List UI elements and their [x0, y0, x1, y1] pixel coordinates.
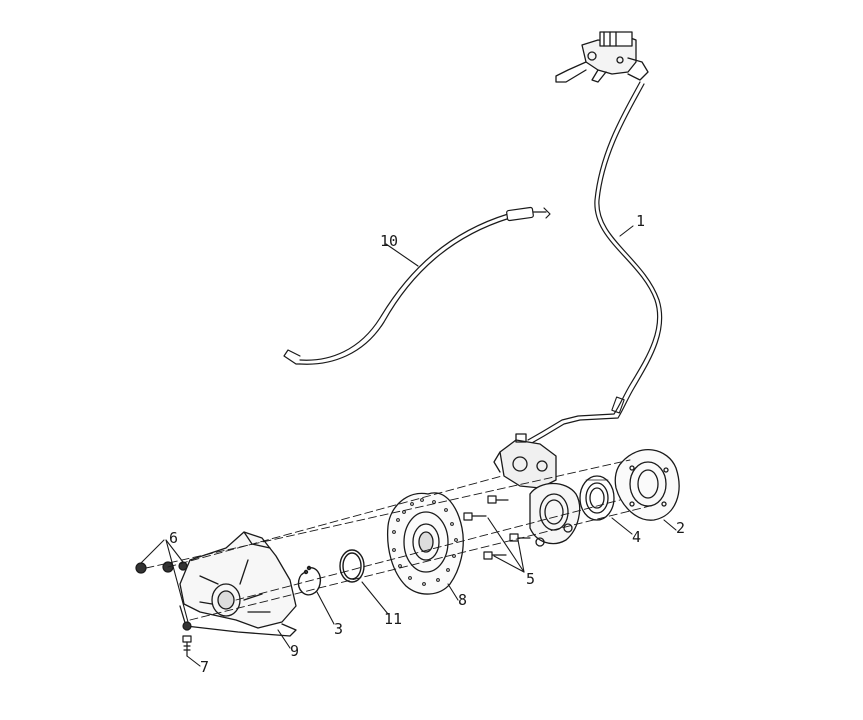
steering-knuckle — [529, 482, 581, 547]
assembly-axis-lines — [145, 459, 651, 621]
callout-9: 9 — [290, 642, 299, 660]
brake-hose — [527, 81, 659, 441]
leader-lines — [140, 225, 677, 667]
disc-shield — [614, 449, 680, 521]
callout-3: 3 — [334, 620, 343, 638]
callout-7: 7 — [200, 658, 209, 676]
brake-lever-assembly — [555, 31, 649, 83]
callout-8: 8 — [458, 591, 467, 609]
callout-6: 6 — [169, 529, 178, 547]
speed-sensor-cable — [283, 206, 551, 365]
callout-4: 4 — [632, 528, 641, 546]
callout-10: 10 — [380, 232, 398, 250]
circlip — [297, 565, 322, 596]
o-ring — [339, 549, 365, 583]
callout-5: 5 — [526, 570, 535, 588]
callout-1: 1 — [636, 212, 645, 230]
brake-caliper — [493, 433, 557, 489]
bearing — [579, 475, 615, 521]
callout-2: 2 — [676, 519, 685, 537]
brake-disc — [386, 492, 464, 595]
callout-11: 11 — [384, 610, 402, 628]
screw — [182, 621, 192, 657]
